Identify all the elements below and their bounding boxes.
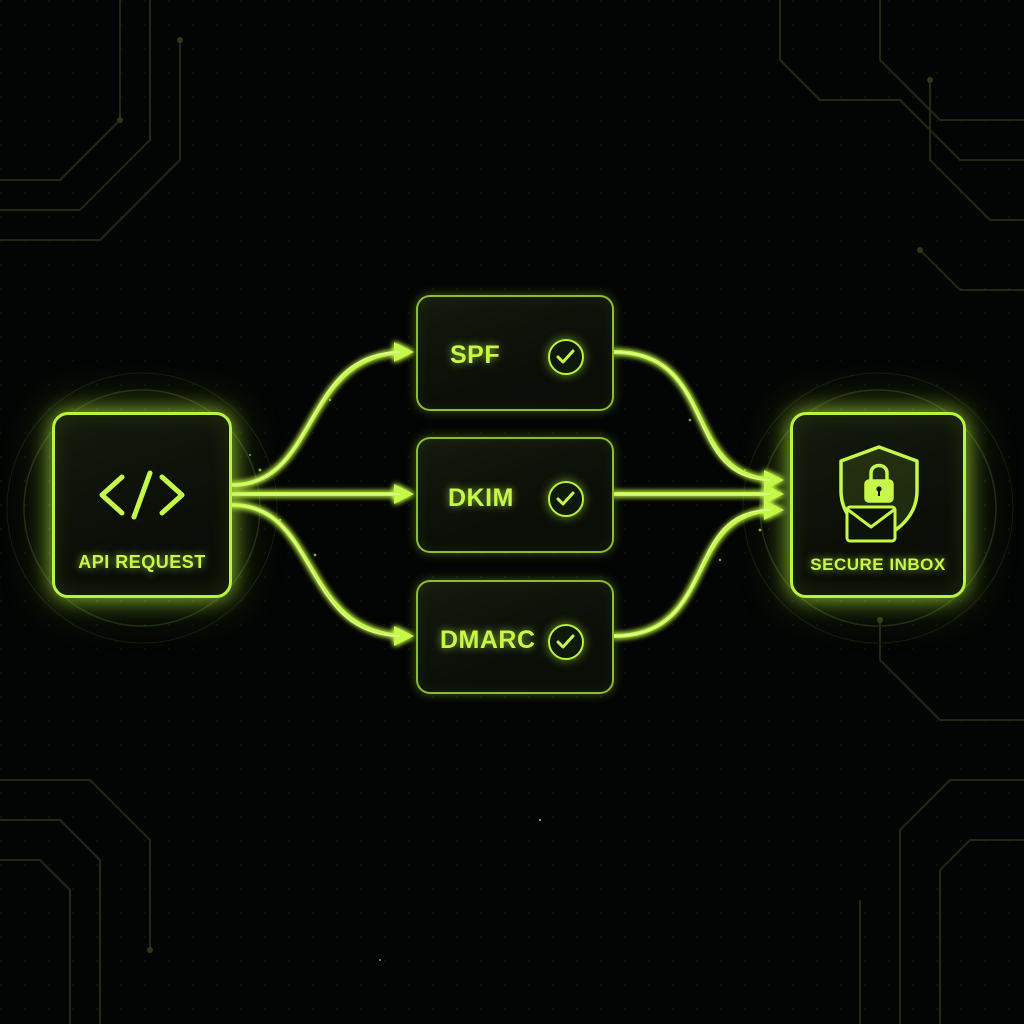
circuit-nodes xyxy=(117,37,933,953)
dmarc-label: DMARC xyxy=(440,626,536,654)
checkmark-icon xyxy=(556,634,575,649)
dkim-label: DKIM xyxy=(448,484,514,512)
spf-status xyxy=(548,339,584,375)
code-brackets-icon xyxy=(99,470,185,520)
check-node-dmarc: DMARC xyxy=(416,580,614,694)
api-request-node: API REQUEST xyxy=(52,412,232,598)
checkmark-icon xyxy=(556,349,575,364)
shield-lock-envelope-icon xyxy=(839,445,919,543)
spf-label: SPF xyxy=(450,341,501,369)
checkmark-icon xyxy=(556,491,575,506)
secure-inbox-label: SECURE INBOX xyxy=(810,555,946,574)
check-node-spf: SPF xyxy=(416,295,614,411)
check-node-dkim: DKIM xyxy=(416,437,614,553)
sparkles xyxy=(249,398,762,961)
secure-inbox-node: SECURE INBOX xyxy=(790,412,966,598)
api-request-label: API REQUEST xyxy=(78,552,206,572)
dmarc-status xyxy=(548,624,584,660)
dkim-status xyxy=(548,481,584,517)
